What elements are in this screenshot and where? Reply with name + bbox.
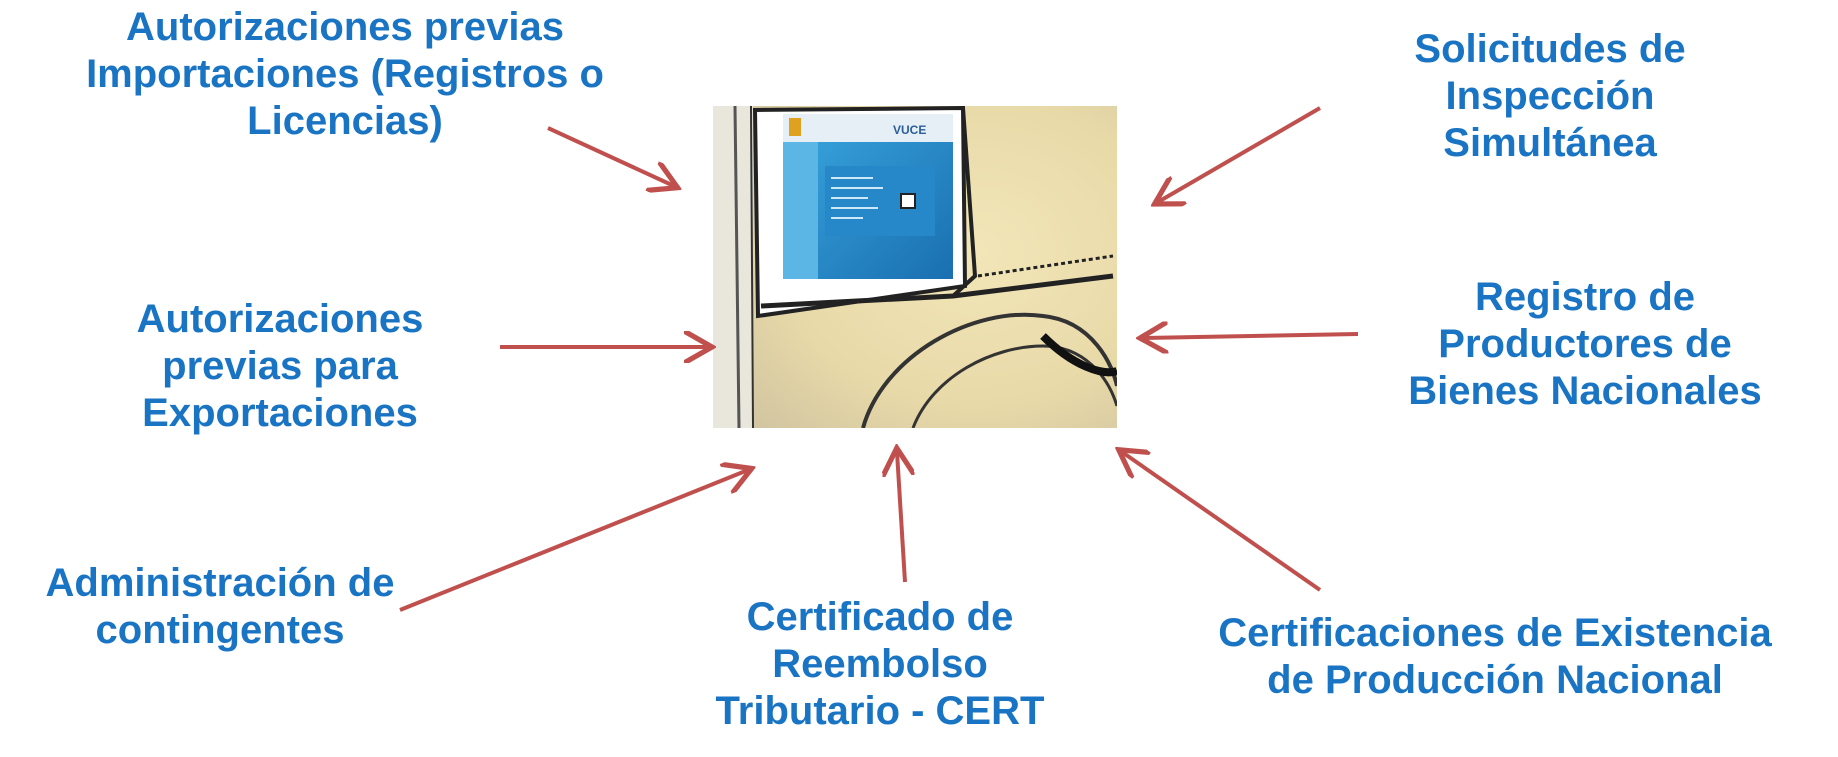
arrow-cert [897, 452, 905, 583]
arrow-contingentes [399, 470, 748, 612]
label-importaciones: Autorizaciones previas Importaciones (Re… [86, 5, 604, 143]
arrow-produccion-nacional [1122, 452, 1322, 592]
arrow-registro-productores [1144, 334, 1359, 338]
label-inspeccion: Solicitudes de Inspección Simultánea [1414, 27, 1686, 165]
label-registro-productores: Registro de Productores de Bienes Nacion… [1408, 275, 1762, 413]
center-sketch-image: VUCE [713, 106, 1117, 428]
label-exportaciones: Autorizaciones previas para Exportacione… [136, 297, 424, 435]
label-cert: Certificado de Reembolso Tributario - CE… [715, 595, 1045, 733]
label-produccion-nacional: Certificaciones de Existencia de Producc… [1218, 611, 1772, 702]
arrow-inspeccion [1158, 106, 1322, 202]
label-contingentes: Administración de contingentes [45, 561, 395, 652]
vuce-website-sketch-image: VUCE [713, 106, 1117, 428]
vuce-logo-text: VUCE [893, 123, 926, 137]
